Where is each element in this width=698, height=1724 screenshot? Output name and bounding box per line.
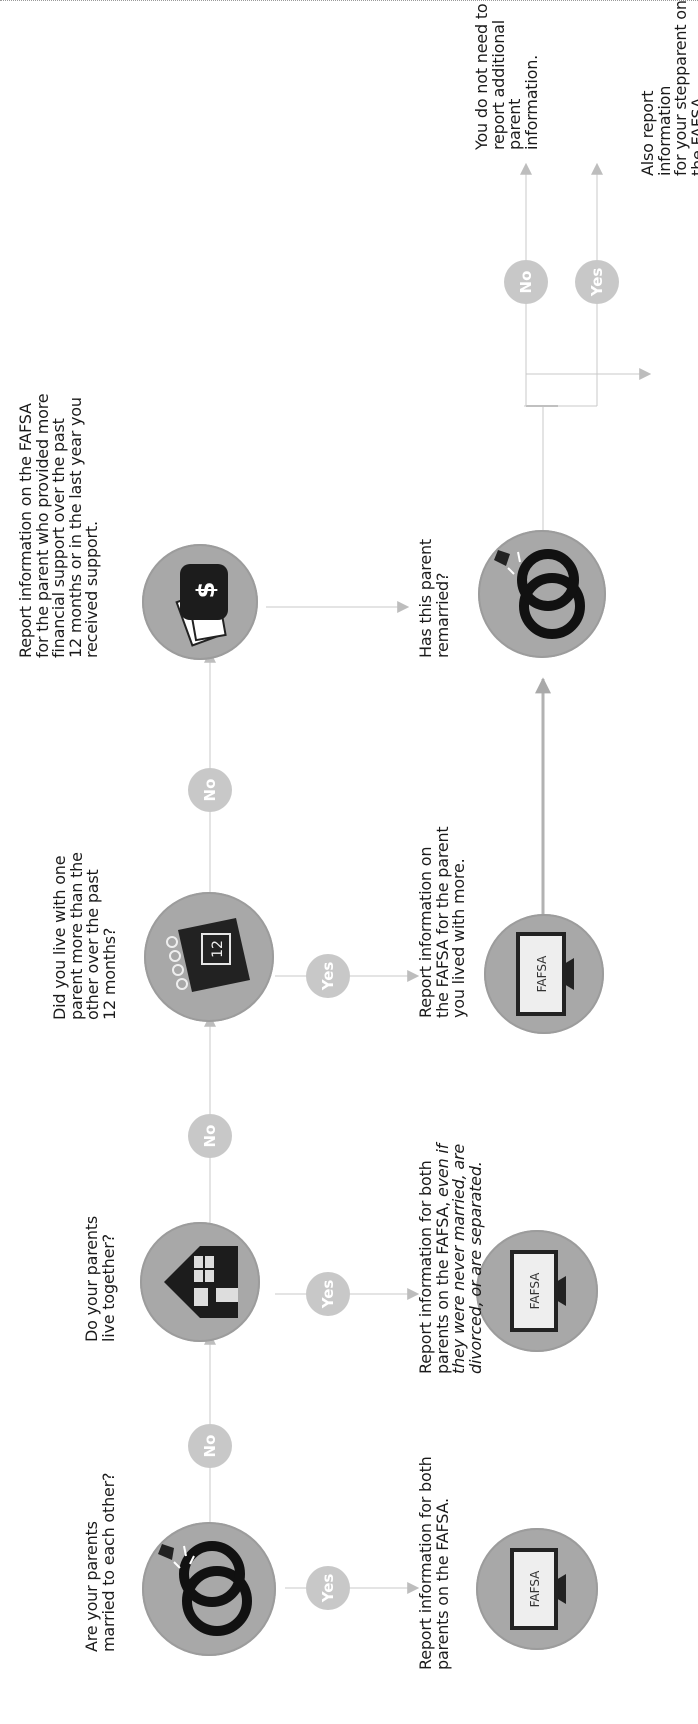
r3-result: Report information on the FAFSA for the …: [416, 826, 468, 1018]
house-icon: [164, 1246, 238, 1318]
q4-node: [478, 530, 606, 658]
top-edge-rule: [0, 0, 698, 1]
calendar-label: 12: [210, 940, 226, 958]
q2-yes-answer: Yes: [306, 1272, 350, 1316]
fafsa-monitor-icon: FAFSA: [510, 1548, 566, 1630]
r5-result: You do not need to report additional par…: [472, 3, 541, 150]
svg-text:$: $: [192, 582, 220, 599]
r6-result: Also report information for your steppar…: [638, 0, 698, 176]
r3-node: FAFSA: [484, 914, 604, 1034]
q4-no-answer: No: [504, 260, 548, 304]
q4-yes-answer: Yes: [575, 260, 619, 304]
screen-label: FAFSA: [528, 1272, 542, 1310]
r2-result: Report information for both parents on t…: [416, 1143, 485, 1374]
q3-yes-answer: Yes: [306, 954, 350, 998]
screen-label: FAFSA: [535, 955, 549, 993]
q2-question: Do your parents live together?: [82, 1215, 118, 1342]
q3-question: Did you live with one parent more than t…: [50, 852, 119, 1020]
q1-question: Are your parents married to each other?: [82, 1472, 118, 1652]
wallet-dollar-icon: $: [175, 564, 228, 647]
fafsa-monitor-icon: FAFSA: [516, 932, 574, 1016]
q1-yes-answer: Yes: [306, 1566, 350, 1610]
r4-result: Report information on the FAFSA for the …: [16, 393, 101, 658]
q1-no-answer: No: [188, 1424, 232, 1468]
r1-node: FAFSA: [476, 1528, 598, 1650]
q3-no-answer: No: [188, 768, 232, 812]
wedding-rings-icon: [158, 1541, 252, 1636]
r2-node: FAFSA: [476, 1230, 598, 1352]
q4-question: Has this parent remarried?: [416, 539, 452, 658]
q2-node: [140, 1222, 260, 1342]
wedding-rings-icon: [494, 549, 585, 639]
screen-label: FAFSA: [528, 1570, 542, 1608]
r1-result: Report information for both parents on t…: [416, 1456, 452, 1670]
q2-no-answer: No: [188, 1114, 232, 1158]
q3-node: 12: [144, 892, 274, 1022]
fafsa-monitor-icon: FAFSA: [510, 1250, 566, 1332]
connector-q4-no: [525, 368, 652, 406]
r4-node: $: [142, 544, 258, 660]
q1-node: [142, 1522, 276, 1656]
calendar-icon: 12: [166, 918, 250, 992]
